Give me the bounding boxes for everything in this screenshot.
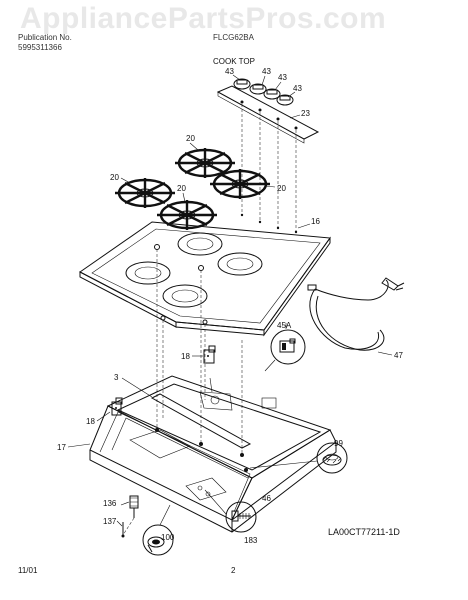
publication-label: Publication No. (18, 33, 72, 42)
callout-20: 20 (186, 134, 195, 143)
model-number: FLCG62BA (213, 33, 254, 42)
callout-43: 43 (293, 84, 302, 93)
callout-20: 20 (277, 184, 286, 193)
section-title: COOK TOP (213, 57, 255, 66)
burner-base-inset (142, 504, 174, 556)
callout-43: 43 (225, 67, 234, 76)
callout-46: 46 (262, 494, 271, 503)
callout-100: 100 (161, 533, 175, 542)
callout-16: 16 (311, 217, 320, 226)
callout-17: 17 (57, 443, 66, 452)
page-number: 2 (231, 566, 236, 575)
callout-43: 43 (262, 67, 271, 76)
cooktop (79, 213, 331, 337)
callout-23: 23 (301, 109, 310, 118)
main-top (89, 375, 337, 533)
callout-136: 136 (103, 499, 117, 508)
callout-183: 183 (244, 536, 258, 545)
valve-pin (121, 522, 125, 538)
diagram-code: LA00CT77211-1D (328, 527, 400, 537)
callout-45a: 45A (277, 321, 292, 330)
ignition-switch-inset (264, 329, 306, 372)
callout-99: 99 (334, 439, 343, 448)
callout-3: 3 (114, 373, 119, 382)
callout-20: 20 (177, 184, 186, 193)
mounting-bracket (111, 397, 123, 416)
callout-43: 43 (278, 73, 287, 82)
screw-inset (204, 489, 257, 533)
control-panel (216, 85, 320, 144)
burner-cap-inset (249, 442, 348, 474)
power-cord (307, 277, 405, 351)
burner-knob (233, 78, 294, 106)
footer-date: 11/01 (18, 566, 38, 575)
mounting-bracket (203, 345, 216, 364)
callout-18: 18 (86, 417, 95, 426)
callout-18: 18 (181, 352, 190, 361)
publication-number: 5995311366 (18, 43, 62, 52)
callout-20: 20 (110, 173, 119, 182)
callout-47: 47 (394, 351, 403, 360)
burner-grate (115, 148, 270, 230)
watermark: AppliancePartsPros.com (20, 2, 387, 35)
valve-spring (129, 495, 139, 518)
callout-137: 137 (103, 517, 117, 526)
